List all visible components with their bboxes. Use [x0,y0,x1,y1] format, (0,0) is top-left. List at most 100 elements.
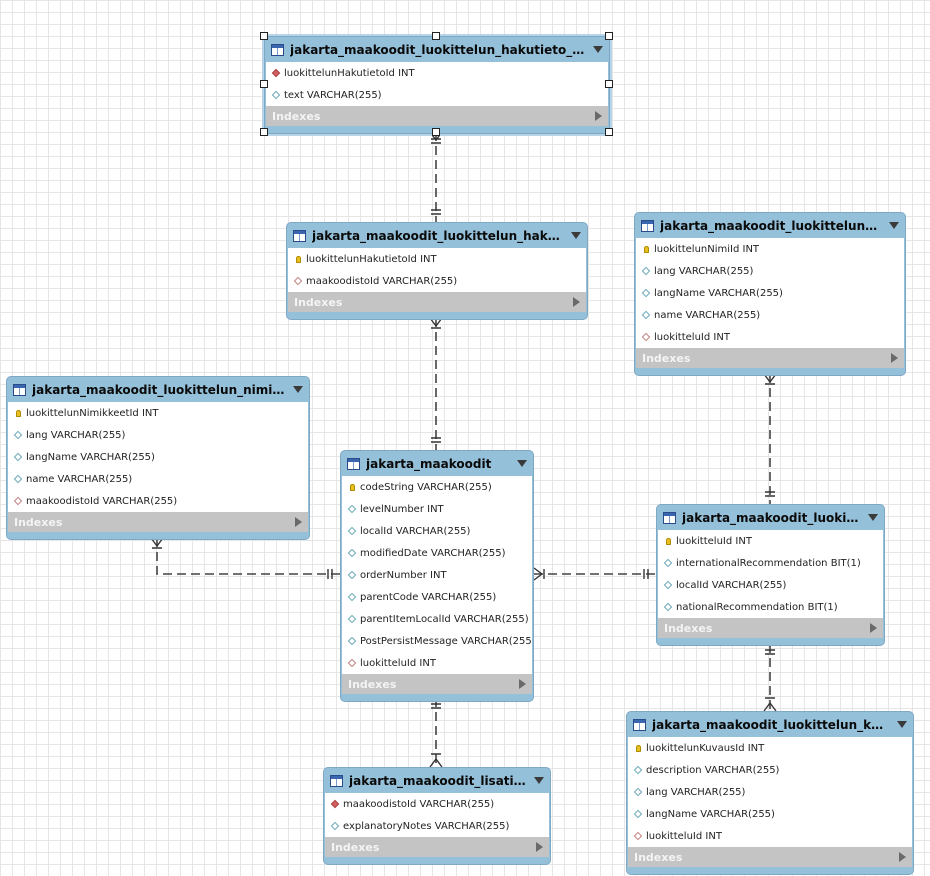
primary-key-icon [641,244,651,254]
column-icon [641,288,651,298]
column-row[interactable]: PostPersistMessage VARCHAR(255) [342,630,532,652]
column-row[interactable]: name VARCHAR(255) [8,468,308,490]
column-row[interactable]: luokittelunKuvausId INT [628,737,912,759]
column-row[interactable]: modifiedDate VARCHAR(255) [342,542,532,564]
column-row[interactable]: maakoodistoId VARCHAR(255) [325,793,549,815]
table-header[interactable]: jakarta_maakoodit_luokittelun_nimikke... [7,377,309,402]
expand-arrow-icon[interactable] [891,353,898,363]
column-label: maakoodistoId VARCHAR(255) [306,275,458,287]
table-menu-dropdown-icon[interactable] [593,46,603,53]
column-row[interactable]: lang VARCHAR(255) [8,424,308,446]
table-header[interactable]: jakarta_maakoodit_luokittelun_hakutieto_… [265,37,609,62]
column-row[interactable]: localId VARCHAR(255) [342,520,532,542]
column-list: luokittelunHakutietoId INT text VARCHAR(2… [266,62,608,106]
column-row[interactable]: luokitteluId INT [628,825,912,847]
column-row[interactable]: explanatoryNotes VARCHAR(255) [325,815,549,837]
column-row[interactable]: internationalRecommendation BIT(1) [658,552,883,574]
column-row[interactable]: langName VARCHAR(255) [628,803,912,825]
table-menu-dropdown-icon[interactable] [534,777,544,784]
table-header[interactable]: jakarta_maakoodit_luokittelun_nimi [635,213,905,238]
table-header[interactable]: jakarta_maakoodit_luokittelun_hakutieto [287,223,587,248]
table-nimikkeet[interactable]: jakarta_maakoodit_luokittelun_nimikke...… [6,376,310,540]
table-menu-dropdown-icon[interactable] [868,514,878,521]
expand-arrow-icon[interactable] [870,623,877,633]
table-icon [330,774,343,787]
column-row[interactable]: description VARCHAR(255) [628,759,912,781]
expand-arrow-icon[interactable] [595,111,602,121]
table-header[interactable]: jakarta_maakoodit_luokittelun_kuva... [627,712,913,737]
resize-handle-n[interactable] [432,32,440,40]
indexes-label: Indexes [642,351,691,365]
column-row[interactable]: name VARCHAR(255) [636,304,904,326]
table-header[interactable]: jakarta_maakoodit [341,451,533,476]
column-label: luokitteluId INT [646,830,722,842]
column-row[interactable]: maakoodistoId VARCHAR(255) [8,490,308,512]
column-row[interactable]: parentItemLocalId VARCHAR(255) [342,608,532,630]
indexes-section[interactable]: Indexes [8,512,308,532]
table-menu-dropdown-icon[interactable] [889,222,899,229]
resize-handle-nw[interactable] [260,32,268,40]
indexes-section[interactable]: Indexes [266,106,608,126]
column-row[interactable]: luokittelunHakutietoId INT [266,62,608,84]
indexes-section[interactable]: Indexes [628,847,912,867]
column-row[interactable]: levelNumber INT [342,498,532,520]
table-menu-dropdown-icon[interactable] [571,232,581,239]
column-row[interactable]: nationalRecommendation BIT(1) [658,596,883,618]
column-row[interactable]: lang VARCHAR(255) [628,781,912,803]
table-menu-dropdown-icon[interactable] [293,386,303,393]
column-row[interactable]: codeString VARCHAR(255) [342,476,532,498]
resize-handle-w[interactable] [260,80,268,88]
column-row[interactable]: luokitteluId INT [636,326,904,348]
column-row[interactable]: text VARCHAR(255) [266,84,608,106]
column-label: luokittelunHakutietoId INT [284,67,415,79]
column-row[interactable]: orderNumber INT [342,564,532,586]
indexes-section[interactable]: Indexes [325,837,549,857]
resize-handle-se[interactable] [605,128,613,136]
expand-arrow-icon[interactable] [295,517,302,527]
column-icon [641,266,651,276]
table-kuvaus[interactable]: jakarta_maakoodit_luokittelun_kuva...luo… [626,711,914,875]
table-hakutieto-teksti[interactable]: jakarta_maakoodit_luokittelun_hakutieto_… [264,36,610,134]
indexes-label: Indexes [272,109,321,123]
table-header[interactable]: jakarta_maakoodit_luokittelu [657,505,884,530]
expand-arrow-icon[interactable] [899,852,906,862]
column-row[interactable]: langName VARCHAR(255) [8,446,308,468]
column-icon [347,526,357,536]
table-icon [633,718,646,731]
table-header[interactable]: jakarta_maakoodit_lisatied... [324,768,550,793]
column-row[interactable]: luokittelunHakutietoId INT [288,248,586,270]
expand-arrow-icon[interactable] [536,842,543,852]
column-row[interactable]: langName VARCHAR(255) [636,282,904,304]
primary-key-icon [633,743,643,753]
indexes-label: Indexes [294,295,343,309]
column-row[interactable]: localId VARCHAR(255) [658,574,883,596]
column-row[interactable]: luokitteluId INT [342,652,532,674]
column-label: luokitteluId INT [654,331,730,343]
column-row[interactable]: luokittelunNimikkeetId INT [8,402,308,424]
table-menu-dropdown-icon[interactable] [517,460,527,467]
expand-arrow-icon[interactable] [519,679,526,689]
column-row[interactable]: luokitteluId INT [658,530,883,552]
resize-handle-s[interactable] [432,128,440,136]
indexes-section[interactable]: Indexes [636,348,904,368]
column-row[interactable]: luokittelunNimiId INT [636,238,904,260]
resize-handle-ne[interactable] [605,32,613,40]
indexes-section[interactable]: Indexes [288,292,586,312]
column-row[interactable]: lang VARCHAR(255) [636,260,904,282]
column-row[interactable]: parentCode VARCHAR(255) [342,586,532,608]
expand-arrow-icon[interactable] [573,297,580,307]
resize-handle-e[interactable] [605,80,613,88]
indexes-section[interactable]: Indexes [658,618,883,638]
indexes-section[interactable]: Indexes [342,674,532,694]
table-lisatiedot[interactable]: jakarta_maakoodit_lisatied...maakoodisto… [323,767,551,865]
resize-handle-sw[interactable] [260,128,268,136]
column-row[interactable]: maakoodistoId VARCHAR(255) [288,270,586,292]
table-menu-dropdown-icon[interactable] [897,721,907,728]
